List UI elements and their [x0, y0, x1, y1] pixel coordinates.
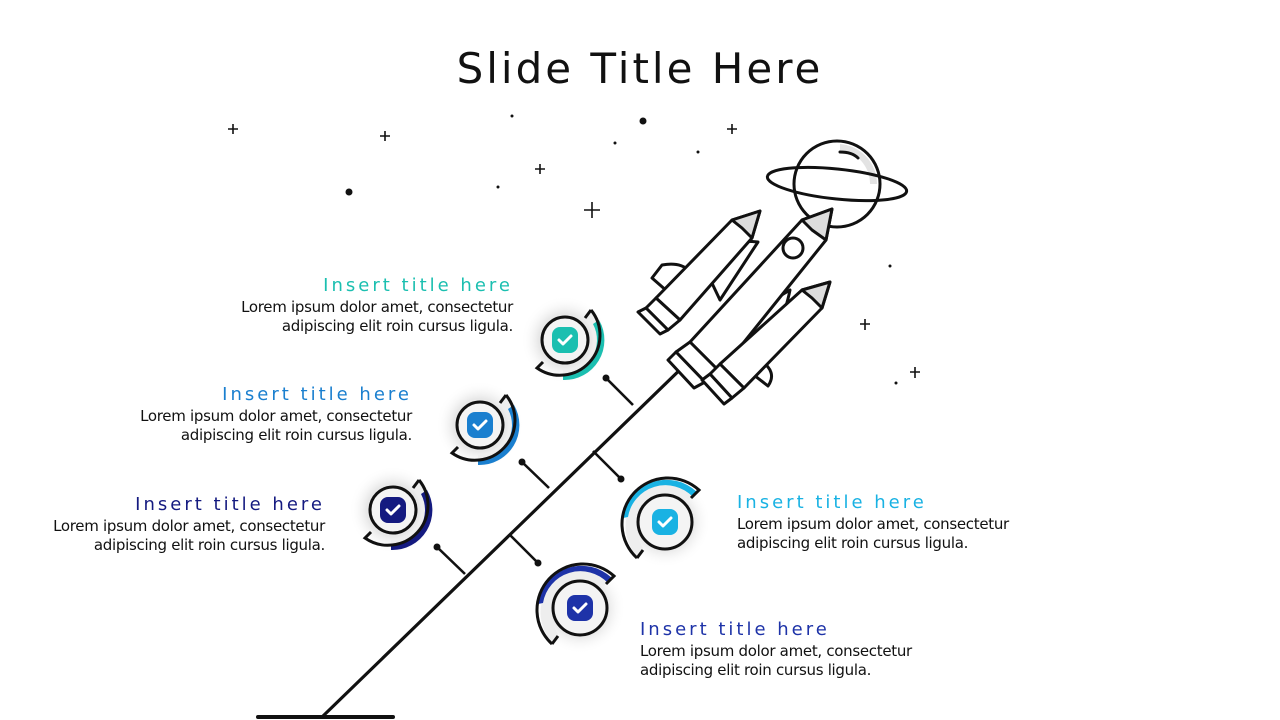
badge-4: [619, 476, 711, 568]
badge-2: [436, 381, 524, 469]
item-title: Insert title here: [135, 494, 325, 515]
item-body-line2: adipiscing elit roin cursus ligula.: [737, 534, 969, 552]
timeline-item-4: Insert title here Lorem ipsum dolor amet…: [737, 492, 1157, 553]
item-body-line2: adipiscing elit roin cursus ligula.: [640, 661, 872, 679]
timeline-item-3: Insert title here Lorem ipsum dolor amet…: [0, 494, 325, 555]
item-body-line1: Lorem ipsum dolor amet, consectetur: [241, 298, 513, 316]
slide-title: Slide Title Here: [456, 44, 824, 93]
item-body-line1: Lorem ipsum dolor amet, consectetur: [53, 517, 325, 535]
item-title: Insert title here: [640, 619, 830, 640]
badge-3: [349, 466, 437, 554]
item-body-line2: adipiscing elit roin cursus ligula.: [180, 426, 412, 444]
item-body-line2: adipiscing elit roin cursus ligula.: [281, 317, 513, 335]
timeline-item-5: Insert title here Lorem ipsum dolor amet…: [640, 619, 1060, 680]
rocket-icon: [636, 207, 834, 406]
item-body-line2: adipiscing elit roin cursus ligula.: [93, 536, 325, 554]
item-title: Insert title here: [222, 384, 412, 405]
item-body-line1: Lorem ipsum dolor amet, consectetur: [640, 642, 912, 660]
item-title: Insert title here: [737, 492, 927, 513]
timeline-axis: [256, 358, 692, 719]
connectors: [433, 374, 634, 575]
timeline-item-2: Insert title here Lorem ipsum dolor amet…: [0, 384, 412, 445]
badge-5: [534, 562, 626, 654]
item-body-line1: Lorem ipsum dolor amet, consectetur: [140, 407, 412, 425]
item-title: Insert title here: [323, 275, 513, 296]
planet-icon: [765, 139, 909, 229]
badge-1: [521, 296, 609, 384]
item-body-line1: Lorem ipsum dolor amet, consectetur: [737, 515, 1009, 533]
star-icons: [228, 114, 920, 385]
timeline-item-1: Insert title here Lorem ipsum dolor amet…: [93, 275, 513, 336]
